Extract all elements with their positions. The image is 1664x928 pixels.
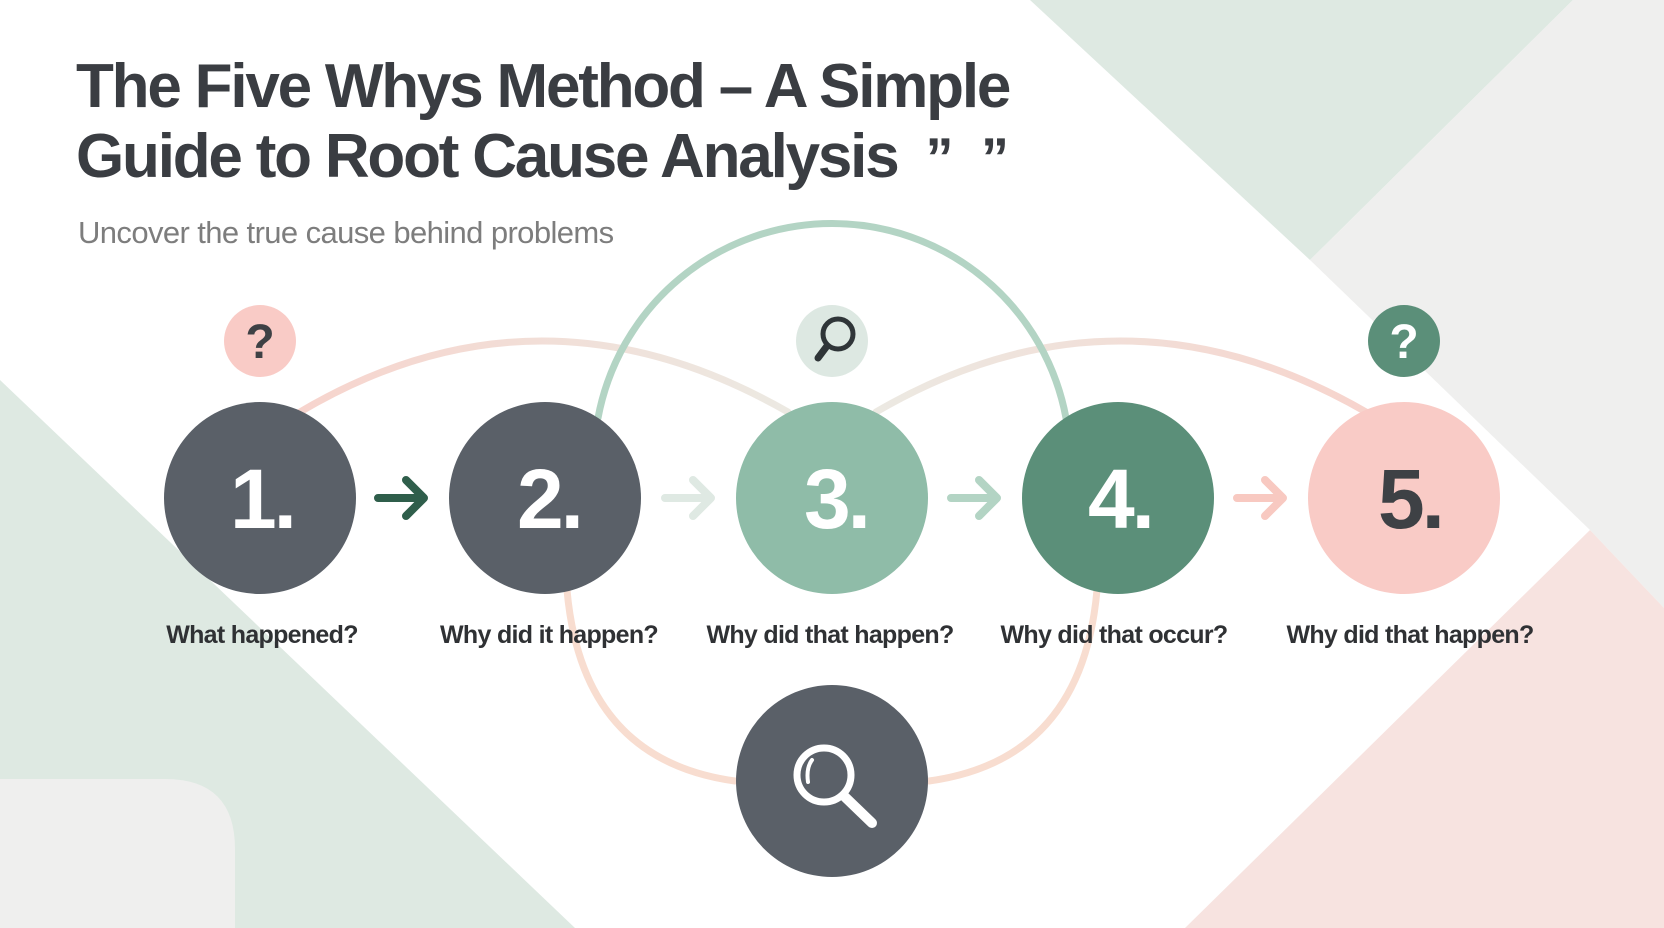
step-3-label: Why did that happen? <box>706 621 954 649</box>
step-1-label: What happened? <box>166 621 358 649</box>
step-circle <box>1308 402 1500 594</box>
step-2[interactable]: 2. <box>449 402 641 594</box>
step-number: 4. <box>1088 452 1152 546</box>
step-number: 1. <box>230 452 294 546</box>
title-line-2: Guide to Root Cause Analysis” ” <box>76 122 1016 191</box>
step-4-label: Why did that occur? <box>1000 621 1229 649</box>
connector-arc-1-3 <box>296 337 792 416</box>
search-icon <box>814 316 856 362</box>
question-mark-icon: ? <box>245 316 274 369</box>
badge-search-step-3 <box>796 305 868 377</box>
arrow-right-icon <box>661 476 715 520</box>
root-cause-search[interactable] <box>736 685 928 877</box>
step-number: 2. <box>517 452 581 546</box>
badge-question-step-1: ? <box>224 305 296 377</box>
step-circle <box>1022 402 1214 594</box>
page-subtitle: Uncover the true cause behind problems <box>78 215 614 250</box>
title-line-1: The Five Whys Method – A Simple <box>76 52 1011 121</box>
step-4[interactable]: 4. <box>1022 402 1214 594</box>
connector-arc-3-5 <box>872 337 1370 416</box>
title-quote-marks: ” ” <box>925 126 1016 189</box>
arrow-right-icon <box>1233 476 1287 520</box>
step-2-label: Why did it happen? <box>440 621 659 649</box>
step-circle <box>164 402 356 594</box>
page-title: The Five Whys Method – A Simple Guide to… <box>76 52 1076 193</box>
question-mark-icon: ? <box>1389 316 1418 369</box>
bg-gray-rounded-block <box>0 779 235 928</box>
step-number: 5. <box>1378 452 1442 546</box>
bg-gray-region-right <box>1310 0 1664 608</box>
step-number: 3. <box>804 452 868 546</box>
search-icon <box>793 744 877 828</box>
step-5[interactable]: 5. <box>1308 402 1500 594</box>
bg-green-triangle-top <box>1030 0 1573 260</box>
step-1[interactable]: 1. <box>164 402 356 594</box>
bg-pink-triangle-bottom-right <box>1185 530 1664 928</box>
step-circle <box>449 402 641 594</box>
badge-question-step-5: ? <box>1368 305 1440 377</box>
step-circle <box>736 402 928 594</box>
step-3[interactable]: 3. <box>736 402 928 594</box>
connector-arc-2-4 <box>594 219 1070 422</box>
arrow-right-icon <box>374 476 428 520</box>
step-5-label: Why did that happen? <box>1286 621 1534 649</box>
connector-arc-root <box>563 586 1101 785</box>
arrow-right-icon <box>947 476 1001 520</box>
